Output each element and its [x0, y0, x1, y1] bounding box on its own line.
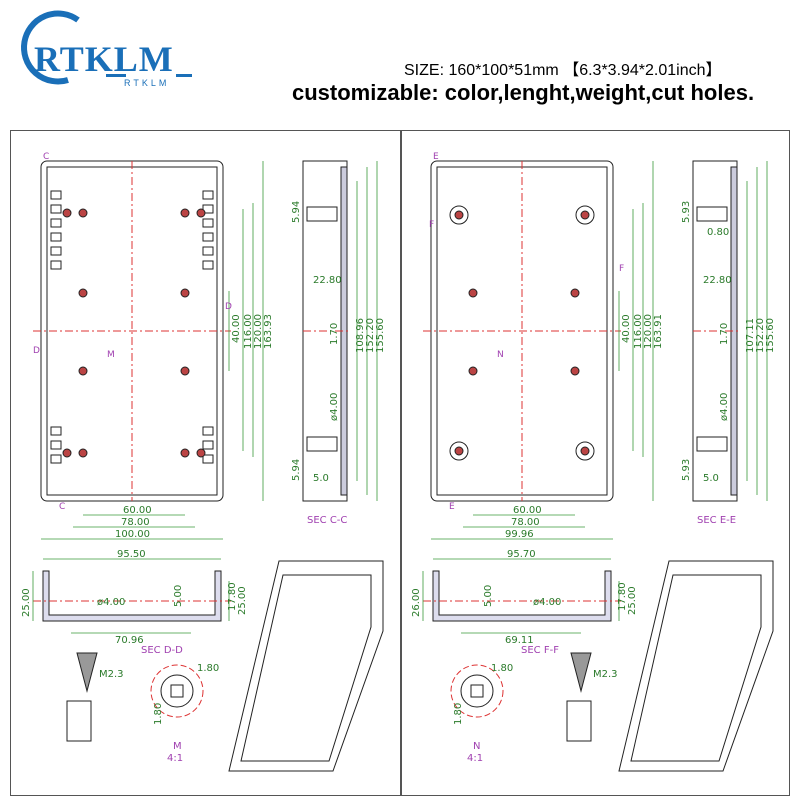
dim-front-5: 120.00: [253, 314, 264, 349]
customization-note: customizable: color,lenght,weight,cut ho…: [292, 80, 755, 105]
dim-side-5: 152.20: [755, 318, 766, 353]
detail-scale: 4:1: [167, 753, 183, 764]
bottom-section: [33, 570, 231, 622]
dim-bottom-3: 17.80: [617, 582, 628, 611]
logo-text: RTKLM: [34, 39, 174, 79]
dimension-lines: [431, 161, 654, 540]
dim-side-4: 107.11: [745, 318, 756, 353]
dim-bottom-4: 25.00: [627, 586, 638, 615]
dim-side-3: 1.70: [719, 323, 730, 345]
dim-front-1: 78.00: [511, 517, 540, 528]
dim-front-2: 99.96: [505, 529, 534, 540]
detail-label: N: [473, 741, 480, 752]
marker-d-right: D: [225, 302, 232, 312]
detail-dim-2: 1.80: [153, 703, 164, 725]
bottom-dimension-lines: [32, 558, 230, 634]
marker-n: N: [497, 350, 504, 360]
dim-side-0: 5.94: [291, 201, 302, 223]
dim-side-3: 108.96: [355, 318, 366, 353]
dim-bottom-1: 26.00: [411, 588, 422, 617]
technical-drawing-left: C C D D M 60.00 78.00 100.00 40.00 116.0…: [21, 152, 386, 772]
dim-front-1: 78.00: [121, 517, 150, 528]
dim-bottom-6: 69.11: [505, 635, 534, 646]
dim-bottom-5: ø4.00: [97, 597, 125, 608]
side-section: [302, 160, 351, 502]
dim-bottom-0: 95.50: [117, 549, 146, 560]
dim-front-3: 40.00: [621, 314, 632, 343]
dim-front-4: 116.00: [633, 314, 644, 349]
side-section: [692, 160, 741, 502]
dimension-lines: [41, 161, 264, 540]
technical-drawing-right: E E F F N 60.00 78.00 99.96 40.00 116.00…: [411, 152, 776, 772]
dim-side-0: 5.93: [681, 201, 692, 223]
dim-side-2: 22.80: [703, 275, 732, 286]
dim-front-0: 60.00: [513, 505, 542, 516]
bottom-section: [423, 570, 621, 622]
dim-front-6: 163.93: [263, 314, 274, 349]
detail-dim-2: 1.80: [453, 703, 464, 725]
section-label-f: SEC F-F: [521, 645, 559, 656]
dim-side-1: 0.80: [707, 227, 729, 238]
dim-bottom-5: ø4.00: [533, 597, 561, 608]
front-view: [33, 160, 231, 502]
dim-side-7: 5.94: [291, 459, 302, 481]
dim-side-8: 5.0: [313, 473, 329, 484]
bottom-dimension-lines: [422, 558, 620, 634]
dim-side-7: ø4.00: [719, 393, 730, 421]
marker-d-left: D: [33, 346, 40, 356]
front-view: [423, 160, 621, 502]
dim-front-4: 116.00: [243, 314, 254, 349]
detail-label: M: [173, 741, 182, 752]
marker-m: M: [107, 350, 115, 360]
marker-e-top: E: [433, 152, 439, 162]
screw-detail: [450, 652, 592, 742]
dim-bottom-0: 95.70: [507, 549, 536, 560]
detail-scale: 4:1: [467, 753, 483, 764]
dim-side-5: 155.60: [375, 318, 386, 353]
detail-dim: 1.80: [197, 663, 219, 674]
dim-front-5: 120.00: [643, 314, 654, 349]
size-spec: SIZE: 160*100*51mm 【6.3*3.94*2.01inch】: [404, 62, 722, 79]
marker-c-top: C: [43, 152, 49, 162]
logo-subtext: RTKLM: [124, 78, 170, 88]
dim-bottom-3: 17.80: [227, 582, 238, 611]
marker-f-left: F: [429, 220, 434, 230]
dim-front-2: 100.00: [115, 529, 150, 540]
dim-bottom-4: 25.00: [237, 586, 248, 615]
boss-holes: [62, 208, 206, 458]
dim-bottom-1: 25.00: [21, 588, 32, 617]
section-label-c: SEC C-C: [307, 515, 347, 526]
dim-side-8: 5.93: [681, 459, 692, 481]
dim-side-9: 5.0: [703, 473, 719, 484]
section-label-e: SEC E-E: [697, 515, 736, 526]
detail-dim: 1.80: [491, 663, 513, 674]
dim-side-2: 1.70: [329, 323, 340, 345]
section-label-d: SEC D-D: [141, 645, 183, 656]
dim-front-6: 163.91: [653, 314, 664, 349]
side-dimension-lines: [356, 161, 378, 501]
screw-detail: [66, 652, 204, 742]
logo-ring-icon: [21, 10, 192, 85]
dim-bottom-6: 70.96: [115, 635, 144, 646]
dim-bottom-2: 5.00: [483, 585, 494, 607]
marker-f-right: F: [619, 264, 624, 274]
isometric-view: [618, 560, 774, 772]
screw-label: M2.3: [99, 669, 124, 680]
dim-side-6: ø4.00: [329, 393, 340, 421]
dim-front-3: 40.00: [231, 314, 242, 343]
dim-side-1: 22.80: [313, 275, 342, 286]
dim-side-6: 155.60: [765, 318, 776, 353]
screw-label: M2.3: [593, 669, 618, 680]
isometric-view: [228, 560, 384, 772]
drawing-sheet-left: C C D D M 60.00 78.00 100.00 40.00 116.0…: [10, 130, 402, 796]
dim-side-4: 152.20: [365, 318, 376, 353]
drawing-sheet-right: E E F F N 60.00 78.00 99.96 40.00 116.00…: [400, 130, 790, 796]
dim-bottom-2: 5.00: [173, 585, 184, 607]
boss-holes: [449, 205, 595, 461]
dim-front-0: 60.00: [123, 505, 152, 516]
marker-c-bottom: C: [59, 502, 65, 512]
marker-e-bottom: E: [449, 502, 455, 512]
brand-logo: RTKLM RTKLM: [8, 8, 198, 88]
side-dimension-lines: [746, 161, 768, 501]
